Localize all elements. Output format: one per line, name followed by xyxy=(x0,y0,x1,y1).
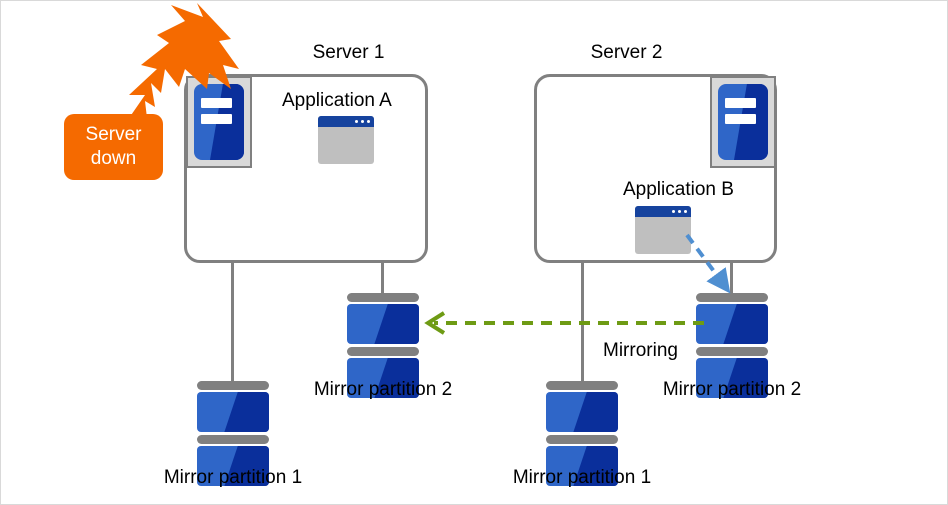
server-1-partition-2-connector xyxy=(381,263,384,297)
window-dot-icon xyxy=(672,210,675,213)
application-window-icon xyxy=(318,116,374,164)
application-write-arrow-icon xyxy=(685,233,731,294)
s2-mirror-partition-2-label: Mirror partition 2 xyxy=(662,379,802,400)
mirroring-arrow-icon xyxy=(424,311,704,335)
s1-mirror-partition-2-label: Mirror partition 2 xyxy=(313,379,453,400)
mirroring-label: Mirroring xyxy=(603,340,678,361)
server-rack-icon xyxy=(186,76,252,168)
server-down-line-2: down xyxy=(90,148,137,169)
server-2-application-label: Application B xyxy=(623,179,734,200)
lightning-burst-icon xyxy=(127,3,239,135)
server-down-badge: Server down xyxy=(64,114,163,180)
server-1-title: Server 1 xyxy=(312,42,385,63)
server-rack-icon xyxy=(710,76,776,168)
window-dot-icon xyxy=(361,120,364,123)
window-dot-icon xyxy=(355,120,358,123)
window-dot-icon xyxy=(367,120,370,123)
server-2-partition-2-connector xyxy=(730,263,733,297)
disk-partition-icon xyxy=(347,293,419,401)
window-dot-icon xyxy=(684,210,687,213)
application-window-icon xyxy=(635,206,691,254)
s1-mirror-partition-1-label: Mirror partition 1 xyxy=(163,467,303,488)
s2-mirror-partition-1-label: Mirror partition 1 xyxy=(512,467,652,488)
server-1-application-label: Application A xyxy=(282,90,392,111)
disk-partition-icon xyxy=(696,293,768,401)
disk-partition-icon xyxy=(546,381,618,489)
disk-partition-icon xyxy=(197,381,269,489)
server-2-title: Server 2 xyxy=(590,42,663,63)
server-down-line-1: Server xyxy=(85,124,142,145)
server-1-partition-1-connector xyxy=(231,263,234,383)
window-dot-icon xyxy=(678,210,681,213)
